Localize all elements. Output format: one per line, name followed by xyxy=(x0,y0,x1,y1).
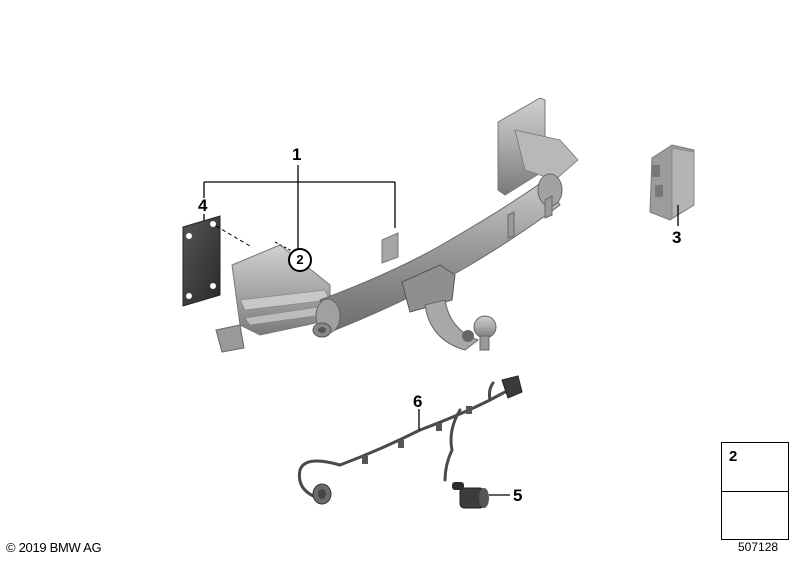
leader-lines-1 xyxy=(203,165,396,252)
fastener-legend: 2 xyxy=(721,442,789,540)
callout-6: 6 xyxy=(413,392,423,411)
right-bracket-part xyxy=(497,97,579,239)
legend-cell-arrow xyxy=(722,491,788,539)
callout-2-circled: 2 xyxy=(288,248,312,272)
control-unit-part xyxy=(649,144,695,221)
crossbar-tube-part xyxy=(312,179,561,338)
socket-part xyxy=(452,482,489,509)
wiring-harness-clips xyxy=(362,406,472,464)
callout-3: 3 xyxy=(672,228,682,247)
callout-5: 5 xyxy=(513,486,523,505)
left-bracket-part xyxy=(215,244,331,353)
gasket-plate-part xyxy=(182,215,221,307)
callout-4: 4 xyxy=(198,196,208,215)
tow-ball-part xyxy=(401,264,497,351)
legend-cell-nut: 2 xyxy=(722,443,788,492)
legend-item-number: 2 xyxy=(729,448,738,465)
diagram-reference-id: 507128 xyxy=(738,540,779,554)
copyright-text: © 2019 BMW AG xyxy=(6,540,102,555)
wiring-harness-part xyxy=(297,381,507,500)
callout-1: 1 xyxy=(292,145,302,164)
